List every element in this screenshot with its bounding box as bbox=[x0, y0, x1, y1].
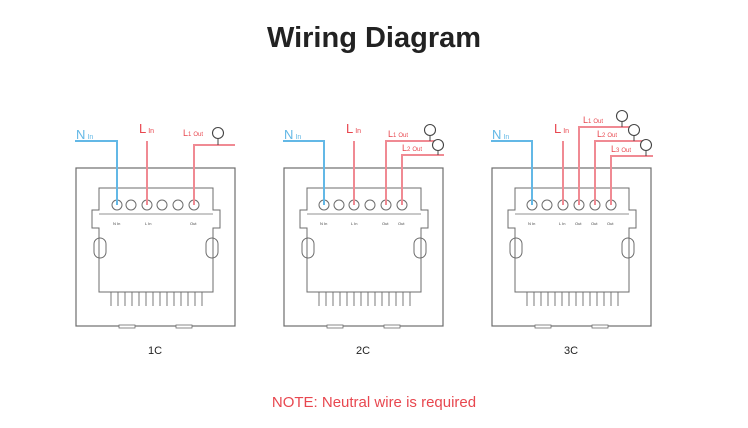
terminals bbox=[318, 199, 408, 211]
bulb-icon bbox=[423, 123, 437, 141]
terminal-labels: N In L In Out bbox=[113, 221, 197, 226]
frame-clip bbox=[118, 324, 136, 329]
load-3-wire bbox=[610, 155, 653, 205]
bulb-icon bbox=[615, 109, 629, 127]
load-1-wire bbox=[578, 126, 634, 205]
mount-hole-right bbox=[205, 237, 219, 259]
neutral-wire bbox=[491, 140, 533, 205]
svg-text:L In: L In bbox=[559, 221, 566, 226]
svg-text:Out: Out bbox=[398, 221, 405, 226]
svg-text:Out: Out bbox=[591, 221, 598, 226]
caption-2c: 2C bbox=[356, 345, 370, 357]
svg-text:N In: N In bbox=[528, 221, 535, 226]
bulb-icon bbox=[639, 138, 653, 156]
cooling-fins bbox=[110, 292, 203, 306]
switch-frame bbox=[491, 167, 652, 327]
svg-text:N In: N In bbox=[320, 221, 327, 226]
load-1-wire bbox=[385, 140, 440, 205]
terminal-labels: N In L In Out Out Out bbox=[528, 221, 614, 226]
cooling-fins bbox=[318, 292, 411, 306]
svg-text:Out: Out bbox=[190, 221, 197, 226]
diagram-title: Wiring Diagram bbox=[266, 22, 482, 54]
switch-frame bbox=[283, 167, 444, 327]
terminals bbox=[526, 199, 617, 211]
neutral-wire bbox=[283, 140, 325, 205]
bulb-icon bbox=[431, 138, 445, 155]
caption-3c: 3C bbox=[564, 345, 578, 357]
switch-frame bbox=[75, 167, 236, 327]
load-2-wire bbox=[401, 154, 444, 205]
switch-module bbox=[299, 187, 429, 293]
svg-text:Out: Out bbox=[607, 221, 614, 226]
terminal-labels: N In L In Out Out bbox=[320, 221, 405, 226]
svg-text:Out: Out bbox=[575, 221, 582, 226]
bulb-icon bbox=[211, 126, 225, 145]
frame-clip bbox=[175, 324, 193, 329]
bulb-icon bbox=[627, 123, 641, 141]
mount-hole-left bbox=[93, 237, 107, 259]
switch-module bbox=[507, 187, 637, 293]
svg-text:N In: N In bbox=[113, 221, 120, 226]
load-1-wire bbox=[193, 144, 235, 205]
terminals bbox=[111, 199, 200, 211]
switch-module bbox=[91, 187, 221, 293]
cooling-fins bbox=[526, 292, 619, 306]
svg-text:Out: Out bbox=[382, 221, 389, 226]
svg-text:L In: L In bbox=[351, 221, 358, 226]
neutral-wire-note: NOTE: Neutral wire is required bbox=[271, 394, 477, 411]
load-2-wire bbox=[594, 140, 643, 205]
neutral-wire bbox=[75, 140, 118, 205]
caption-1c: 1C bbox=[148, 345, 162, 357]
svg-text:L In: L In bbox=[145, 221, 152, 226]
